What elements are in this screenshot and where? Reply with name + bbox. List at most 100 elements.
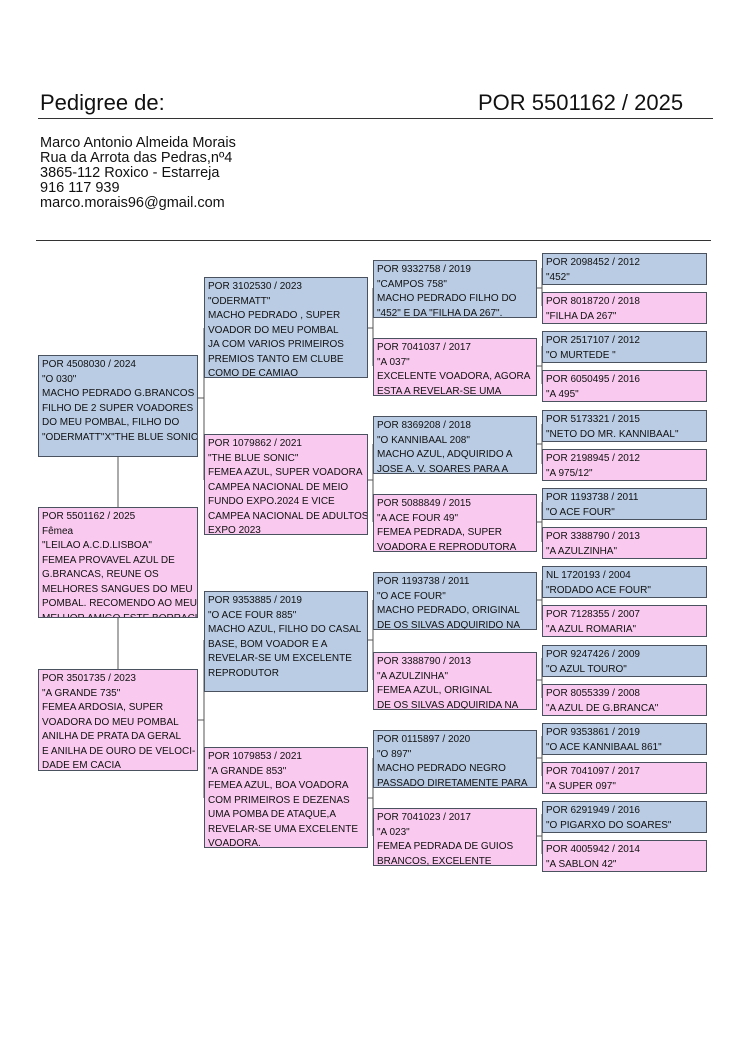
sire-sire-box-line-5: PREMIOS TANTO EM CLUBE <box>208 353 344 365</box>
gen4-ancestor-15-line-0: POR 6291949 / 2016 <box>546 805 640 816</box>
great-grandparent-7: POR 0115897 / 2020"O 897"MACHO PEDRADO N… <box>373 730 537 788</box>
gen4-ancestor-11: POR 9247426 / 2009 "O AZUL TOURO" <box>542 645 707 677</box>
great-grandparent-3-line-0: POR 8369208 / 2018 <box>377 420 471 431</box>
subject-box-line-2: "LEILAO A.C.D.LISBOA" <box>42 540 152 551</box>
dam-sire-box-line-4: REVELAR-SE UM EXCELENTE <box>208 653 352 664</box>
sire-sire-box-line-4: JA COM VARIOS PRIMEIROS <box>208 339 344 350</box>
gen4-ancestor-16-line-1: "A SABLON 42" <box>546 858 617 870</box>
dam-box-line-6: DADE EM CACIA <box>42 760 121 771</box>
sire-box-line-5: "ODERMATT"X"THE BLUE SONIC" <box>42 431 198 443</box>
subject-box-line-7: MELHOR AMIGO ESTE BORRACHO <box>42 612 198 618</box>
sire-box-line-3: FILHO DE 2 SUPER VOADORES <box>42 402 194 414</box>
gen4-ancestor-4-line-1: "A 495" <box>546 388 579 400</box>
dam-box-line-5: E ANILHA DE OURO DE VELOCI- <box>42 745 196 757</box>
dam-dam-box-line-0: POR 1079853 / 2021 <box>208 751 302 762</box>
owner-city: 3865-112 Roxico - Estarreja <box>40 165 220 181</box>
section-rule <box>36 240 711 241</box>
gen4-ancestor-9: NL 1720193 / 2004"RODADO ACE FOUR" <box>542 566 707 598</box>
gen4-ancestor-1: POR 2098452 / 2012"452" <box>542 253 707 285</box>
gen4-ancestor-11-line-1: "O AZUL TOURO" <box>546 663 627 675</box>
great-grandparent-1: POR 9332758 / 2019 "CAMPOS 758" MACHO PEDR… <box>373 260 537 318</box>
gen4-ancestor-14-line-1: "A SUPER 097" <box>546 780 616 792</box>
gen4-ancestor-4-line-0: POR 6050495 / 2016 <box>546 374 640 385</box>
dam-box-line-3: VOADORA DO MEU POMBAL <box>42 716 179 728</box>
gen4-ancestor-12-line-0: POR 8055339 / 2008 <box>546 688 640 699</box>
great-grandparent-1-line-3: "452" E DA "FILHA DA 267". <box>377 307 503 318</box>
gen4-ancestor-7: POR 1193738 / 2011"O ACE FOUR" <box>542 488 707 520</box>
great-grandparent-2-line-0: POR 7041037 / 2017 <box>377 342 471 353</box>
dam-dam-box-line-4: UMA POMBA DE ATAQUE,A <box>208 809 336 820</box>
subject-box-line-3: FEMEA PROVAVEL AZUL DE <box>42 554 175 566</box>
owner-block: Marco Antonio Almeida Morais Rua da Arro… <box>40 136 236 211</box>
sire-box-line-2: MACHO PEDRADO G.BRANCOS <box>42 388 195 399</box>
subject-box-line-6: POMBAL. RECOMENDO AO MEU <box>42 598 198 609</box>
sire-sire-box-line-1: "ODERMATT" <box>208 295 271 307</box>
sire-dam-box-line-2: FEMEA AZUL, SUPER VOADORA <box>208 467 363 478</box>
great-grandparent-8-line-3: BRANCOS, EXCELENTE <box>377 855 492 866</box>
great-grandparent-4-line-0: POR 5088849 / 2015 <box>377 498 471 509</box>
great-grandparent-7-line-2: MACHO PEDRADO NEGRO <box>377 763 506 774</box>
gen4-ancestor-5: POR 5173321 / 2015 "NETO DO MR. KANNIBAAL… <box>542 410 707 442</box>
gen4-ancestor-8: POR 3388790 / 2013 "A AZULZINHA" <box>542 527 707 559</box>
gen4-ancestor-3: POR 2517107 / 2012"O MURTEDE " <box>542 331 707 363</box>
gen4-ancestor-12-line-1: "A AZUL DE G.BRANCA" <box>546 702 659 714</box>
gen4-ancestor-7-line-0: POR 1193738 / 2011 <box>546 492 639 503</box>
gen4-ancestor-10-line-1: "A AZUL ROMARIA" <box>546 623 637 635</box>
dam-sire-box-line-2: MACHO AZUL, FILHO DO CASAL <box>208 624 362 635</box>
gen4-ancestor-5-line-1: "NETO DO MR. KANNIBAAL" <box>546 428 679 440</box>
great-grandparent-1-line-2: MACHO PEDRADO FILHO DO <box>377 293 517 304</box>
sire-sire-box-line-6: COMO DE CAMIAO <box>208 368 299 378</box>
great-grandparent-1-line-0: POR 9332758 / 2019 <box>377 264 471 275</box>
ring-number: POR 5501162 / 2025 <box>478 90 684 115</box>
sire-dam-box-line-1: "THE BLUE SONIC" <box>208 452 299 464</box>
great-grandparent-3-line-1: "O KANNIBAAL 208" <box>377 434 470 446</box>
great-grandparent-7-line-0: POR 0115897 / 2020 <box>377 734 471 745</box>
owner-email: marco.morais96@gmail.com <box>40 195 225 211</box>
dam-dam-box: POR 1079853 / 2021"A GRANDE 853"FEMEA AZ… <box>204 747 368 848</box>
great-grandparent-3-line-2: MACHO AZUL, ADQUIRIDO A <box>377 449 513 460</box>
gen4-ancestor-12: POR 8055339 / 2008 "A AZUL DE G.BRANCA" <box>542 684 707 716</box>
gen4-ancestor-5-line-0: POR 5173321 / 2015 <box>546 414 640 425</box>
gen4-ancestor-16: POR 4005942 / 2014 "A SABLON 42" <box>542 840 707 872</box>
great-grandparent-5: POR 1193738 / 2011"O ACE FOUR"MACHO PEDR… <box>373 572 537 630</box>
subject-box-line-0: POR 5501162 / 2025 <box>42 511 136 522</box>
gen4-ancestor-6-line-0: POR 2198945 / 2012 <box>546 453 640 464</box>
gen4-ancestor-8-line-0: POR 3388790 / 2013 <box>546 531 640 542</box>
gen4-ancestor-8-line-1: "A AZULZINHA" <box>546 545 618 557</box>
dam-box-line-2: FEMEA ARDOSIA, SUPER <box>42 702 164 713</box>
sire-box-line-1: "O 030" <box>42 373 77 385</box>
dam-dam-box-line-6: VOADORA. <box>208 838 261 848</box>
page-title: Pedigree de: <box>40 90 165 115</box>
great-grandparent-5-line-2: MACHO PEDRADO, ORIGINAL <box>377 605 520 616</box>
dam-dam-box-line-1: "A GRANDE 853" <box>208 765 287 777</box>
dam-box: POR 3501735 / 2023"A GRANDE 735"FEMEA AR… <box>38 669 198 771</box>
dam-sire-box-line-3: BASE, BOM VOADOR E A <box>208 638 328 650</box>
sire-dam-box-line-3: CAMPEA NACIONAL DE MEIO <box>208 481 349 493</box>
gen4-ancestor-3-line-0: POR 2517107 / 2012 <box>546 335 640 346</box>
great-grandparent-3-line-3: JOSE A. V. SOARES PARA A <box>377 463 509 474</box>
sire-sire-box-line-0: POR 3102530 / 2023 <box>208 281 302 292</box>
dam-sire-box-line-0: POR 9353885 / 2019 <box>208 595 302 606</box>
owner-address: Rua da Arrota das Pedras,nº4 <box>40 150 233 166</box>
gen4-ancestor-13: POR 9353861 / 2019"O ACE KANNIBAAL 861" <box>542 723 707 755</box>
gen4-ancestor-10-line-0: POR 7128355 / 2007 <box>546 609 640 620</box>
gen4-ancestor-14: POR 7041097 / 2017"A SUPER 097" <box>542 762 707 794</box>
great-grandparent-5-line-0: POR 1193738 / 2011 <box>377 576 470 587</box>
great-grandparent-6-line-3: DE OS SILVAS ADQUIRIDA NA <box>377 699 519 710</box>
great-grandparent-3: POR 8369208 / 2018 "O KANNIBAAL 208" MACHO… <box>373 416 537 474</box>
great-grandparent-6-line-1: "A AZULZINHA" <box>377 670 449 682</box>
sire-dam-box-line-5: CAMPEA NACIONAL DE ADULTOS <box>208 510 368 522</box>
great-grandparent-1-line-1: "CAMPOS 758" <box>377 278 447 290</box>
gen4-ancestor-11-line-0: POR 9247426 / 2009 <box>546 649 640 660</box>
great-grandparent-4: POR 5088849 / 2015"A ACE FOUR 49"FEMEA P… <box>373 494 537 552</box>
sire-dam-box-line-4: FUNDO EXPO.2024 E VICE <box>208 496 335 507</box>
dam-box-line-4: ANILHA DE PRATA DA GERAL <box>42 731 182 742</box>
great-grandparent-8-line-1: "A 023" <box>377 826 410 838</box>
great-grandparent-8: POR 7041023 / 2017"A 023"FEMEA PEDRADA D… <box>373 808 537 866</box>
gen4-ancestor-9-line-1: "RODADO ACE FOUR" <box>546 584 651 596</box>
great-grandparent-4-line-2: FEMEA PEDRADA, SUPER <box>377 527 503 538</box>
dam-dam-box-line-5: REVELAR-SE UMA EXCELENTE <box>208 823 359 835</box>
gen4-ancestor-16-line-0: POR 4005942 / 2014 <box>546 844 640 855</box>
gen4-ancestor-1-line-0: POR 2098452 / 2012 <box>546 257 640 268</box>
great-grandparent-5-line-3: DE OS SILVAS ADQUIRIDO NA <box>377 619 520 630</box>
